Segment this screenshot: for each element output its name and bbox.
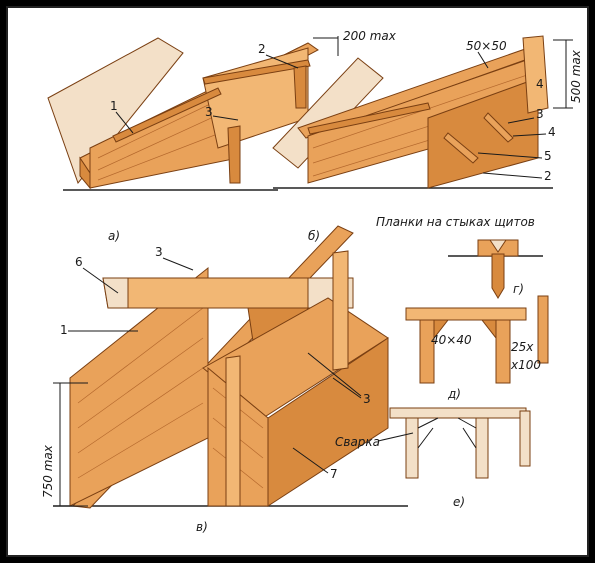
planks-caption: Планки на стыках щитов <box>376 215 535 229</box>
label-v-3b: 3 <box>363 392 371 406</box>
label-b-4top: 4 <box>536 77 544 91</box>
figure-e: Сварка е) <box>335 407 531 509</box>
label-6: 6 <box>75 255 83 269</box>
dim-200-max: 200 max <box>343 29 397 43</box>
label-b-4: 4 <box>548 125 556 139</box>
caption-v: в) <box>196 520 208 534</box>
weld-label: Сварка <box>335 435 380 449</box>
formwork-diagram: 1 2 3 а) 200 max 4 3 4 5 2 б) <box>41 29 583 534</box>
label-2: 2 <box>258 42 266 56</box>
caption-b: б) <box>308 229 320 243</box>
label-7: 7 <box>330 467 338 481</box>
dimension-500: 500 max <box>553 39 583 109</box>
label-v-1: 1 <box>60 323 68 337</box>
dim-500-max: 500 max <box>569 49 583 103</box>
figure-d: 40×40 25х х100 д) <box>405 295 549 401</box>
trench-wall-a <box>47 37 184 185</box>
post-b <box>522 35 549 114</box>
dimension-top: 200 max <box>313 29 397 56</box>
figure-v: 750 max 6 3 1 3 7 в) <box>41 225 408 534</box>
crossbar-d <box>405 307 527 321</box>
spacer-2 <box>202 59 311 85</box>
stake-g <box>491 253 505 299</box>
diagram-frame: 1 2 3 а) 200 max 4 3 4 5 2 б) <box>8 8 587 555</box>
side-post-e <box>519 410 531 467</box>
caption-d: д) <box>447 387 461 401</box>
label-b-3: 3 <box>536 107 544 121</box>
label-b-2: 2 <box>544 169 552 183</box>
caption-e: е) <box>453 495 465 509</box>
figure-a: 1 2 3 а) <box>47 37 319 243</box>
label-v-3: 3 <box>155 245 163 259</box>
spacer-1 <box>112 87 222 143</box>
figure-g: г) <box>448 239 543 299</box>
label-1: 1 <box>110 99 118 113</box>
dim-40x40: 40×40 <box>431 333 472 347</box>
label-b-5: 5 <box>544 149 552 163</box>
dim-50x50: 50×50 <box>466 39 507 53</box>
dim-x100: х100 <box>510 358 541 372</box>
caption-g: г) <box>513 282 524 296</box>
crossbar-e <box>389 407 527 419</box>
label-3: 3 <box>205 105 213 119</box>
caption-a: а) <box>108 229 120 243</box>
figure-b: 4 3 4 5 2 б) <box>272 35 556 243</box>
trench-wall-b <box>272 57 384 169</box>
side-post-d <box>537 295 549 364</box>
dim-25x: 25х <box>511 340 534 354</box>
dim-750-max: 750 max <box>41 444 55 498</box>
